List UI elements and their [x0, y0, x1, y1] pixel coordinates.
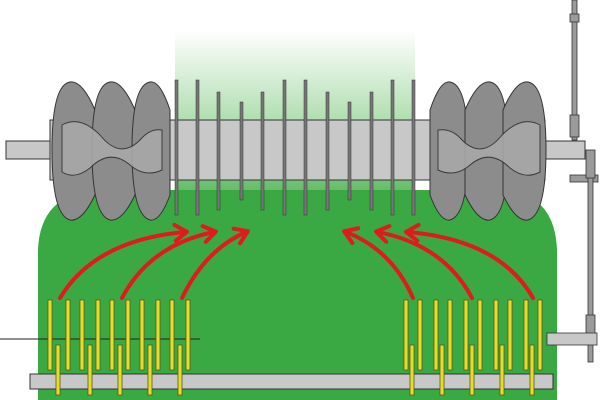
pickup-tine-icon: [155, 299, 161, 371]
arrow-icon: [342, 226, 415, 300]
pickup-tine-icon: [433, 299, 439, 371]
pickup-tine-icon: [79, 299, 85, 371]
pickup-tine-short: [177, 344, 183, 396]
finger: [239, 101, 244, 201]
pickup-tine-icon: [185, 299, 191, 371]
upper-rod-joint: [569, 114, 580, 138]
pickup-tine-short: [439, 344, 445, 396]
left-pickup-tines: [47, 299, 191, 396]
pickup-tine-icon: [447, 299, 453, 371]
pickup-tine-short: [147, 344, 153, 396]
flight-twist: [437, 121, 541, 176]
crop-mat: [38, 190, 557, 400]
upper-rod-cap: [569, 13, 580, 23]
pickup-tine-icon: [463, 299, 469, 371]
pickup-tine-short: [469, 344, 475, 396]
pickup-tine-short: [499, 344, 505, 396]
finger: [195, 79, 200, 216]
finger: [325, 91, 330, 211]
pickup-tine-short: [55, 344, 61, 396]
finger: [282, 79, 287, 216]
right-auger-flights: [429, 81, 547, 221]
pickup-tine-short: [529, 344, 535, 396]
finger: [216, 91, 221, 211]
crop-flow-arrows: [58, 222, 535, 300]
cross-rod: [569, 174, 599, 183]
pickup-tine-icon: [125, 299, 131, 371]
pickup-tine-icon: [417, 299, 423, 371]
pickup-bar: [29, 373, 554, 390]
pickup-tine-icon: [139, 299, 145, 371]
pickup-tine-short: [87, 344, 93, 396]
pickup-tine-short: [409, 344, 415, 396]
flight-twist: [61, 121, 163, 176]
pickup-tine-icon: [403, 299, 409, 371]
arrow-icon: [120, 224, 218, 300]
retractable-fingers: [174, 79, 416, 216]
finger: [347, 101, 352, 201]
pickup-tine-icon: [507, 299, 513, 371]
finger: [303, 79, 308, 216]
pickup-tine-short: [117, 344, 123, 396]
pickup-shaft-stub: [546, 332, 598, 346]
finger: [174, 79, 179, 216]
pickup-tine-icon: [537, 299, 543, 371]
pickup-tine-icon: [523, 299, 529, 371]
finger: [260, 91, 265, 211]
arrow-icon: [404, 222, 535, 300]
pickup-tine-icon: [95, 299, 101, 371]
arrow-icon: [58, 222, 189, 300]
pickup-tine-icon: [493, 299, 499, 371]
arrow-icon: [180, 226, 250, 300]
lower-rod-joint-top: [585, 149, 596, 179]
upper-rod: [571, 0, 578, 141]
pickup-tine-icon: [169, 299, 175, 371]
right-pickup-tines: [403, 299, 543, 396]
finger: [411, 79, 416, 216]
finger: [390, 79, 395, 216]
arrow-icon: [374, 224, 474, 300]
pickup-tine-icon: [65, 299, 71, 371]
pickup-tine-icon: [477, 299, 483, 371]
drive-linkage: [546, 0, 599, 363]
pickup-tine-icon: [47, 299, 53, 371]
pickup-tine-icon: [109, 299, 115, 371]
left-auger-flights: [51, 81, 171, 221]
finger: [369, 91, 374, 211]
